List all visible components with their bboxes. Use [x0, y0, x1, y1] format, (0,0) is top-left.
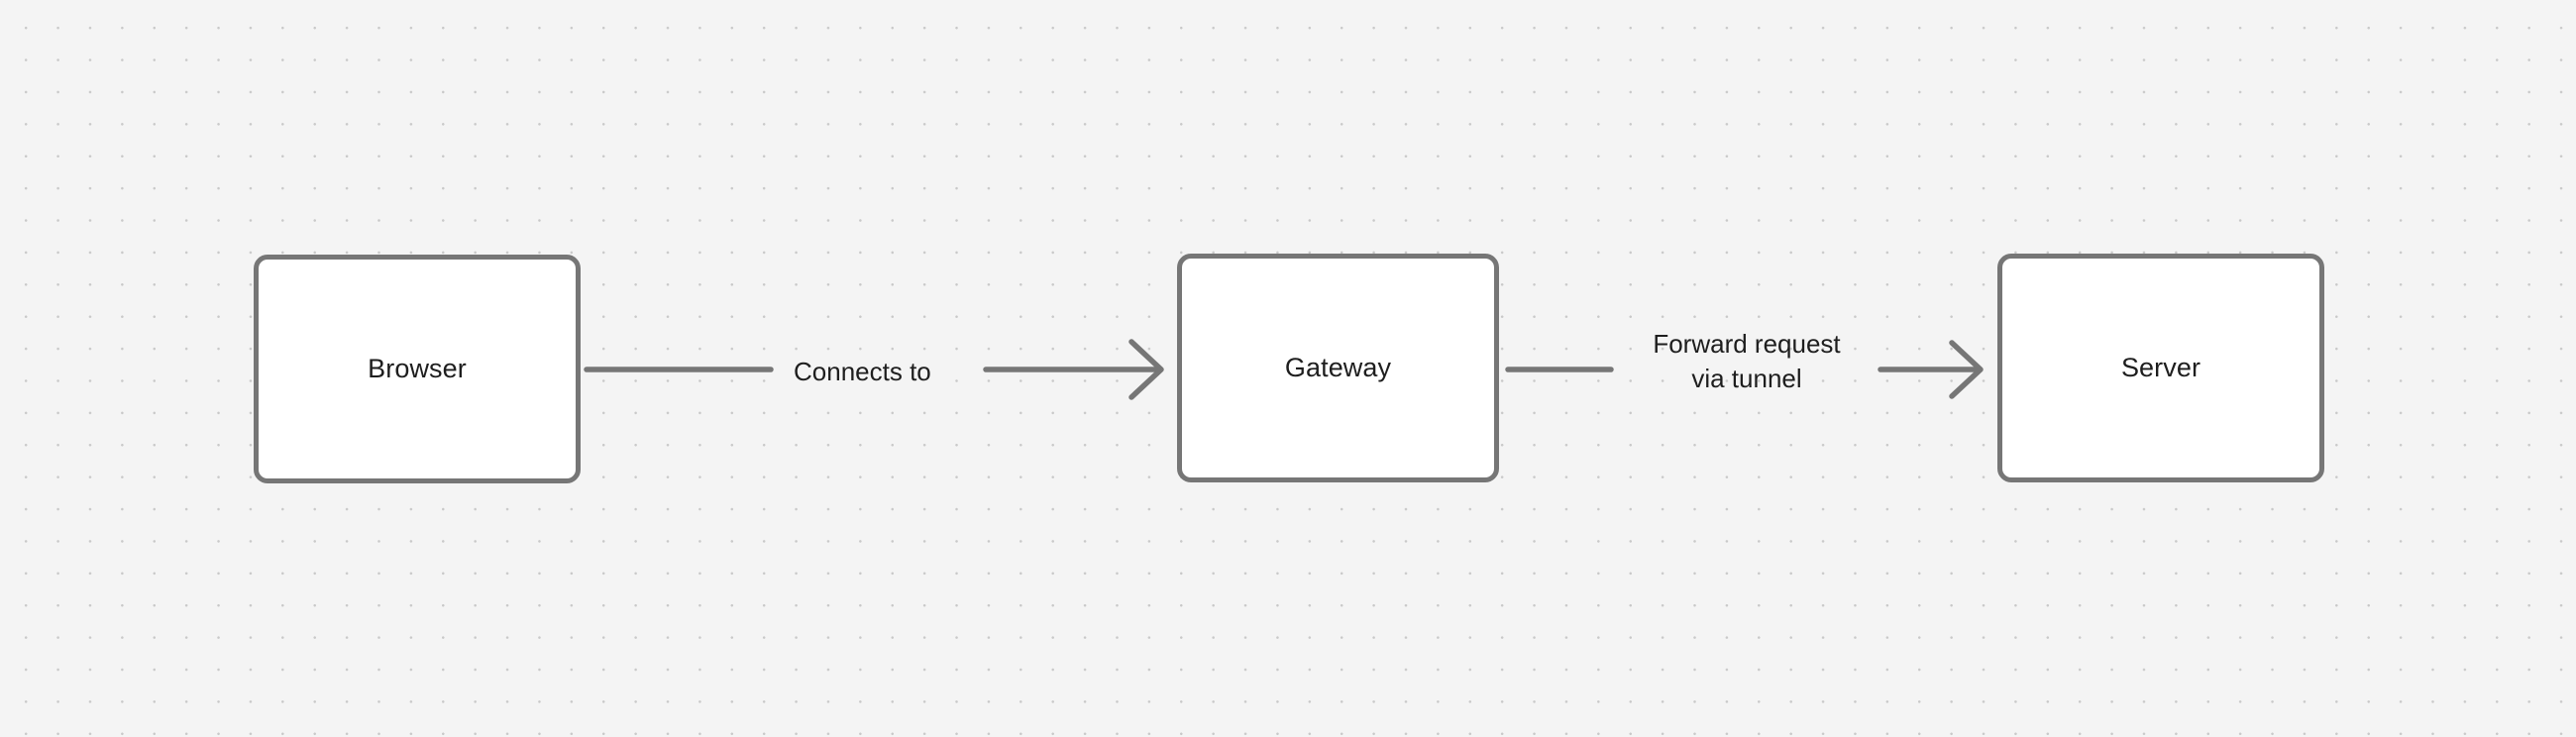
node-server-label: Server [2120, 352, 2201, 382]
edge-label-line-1: Forward request [1653, 329, 1841, 359]
node-gateway-label: Gateway [1284, 352, 1392, 382]
edge-label-forward-request-via-tunnel[interactable]: Forward request via tunnel [1625, 327, 1869, 395]
edge-label-line-2: via tunnel [1691, 363, 1802, 393]
arrowhead-icon [1949, 340, 1984, 399]
node-browser[interactable]: Browser [254, 255, 581, 483]
arrowhead-icon [1128, 339, 1164, 400]
node-browser-label: Browser [368, 353, 467, 383]
node-gateway[interactable]: Gateway [1177, 254, 1499, 482]
edge-label-connects-to[interactable]: Connects to [788, 355, 937, 389]
node-server[interactable]: Server [1997, 254, 2324, 482]
